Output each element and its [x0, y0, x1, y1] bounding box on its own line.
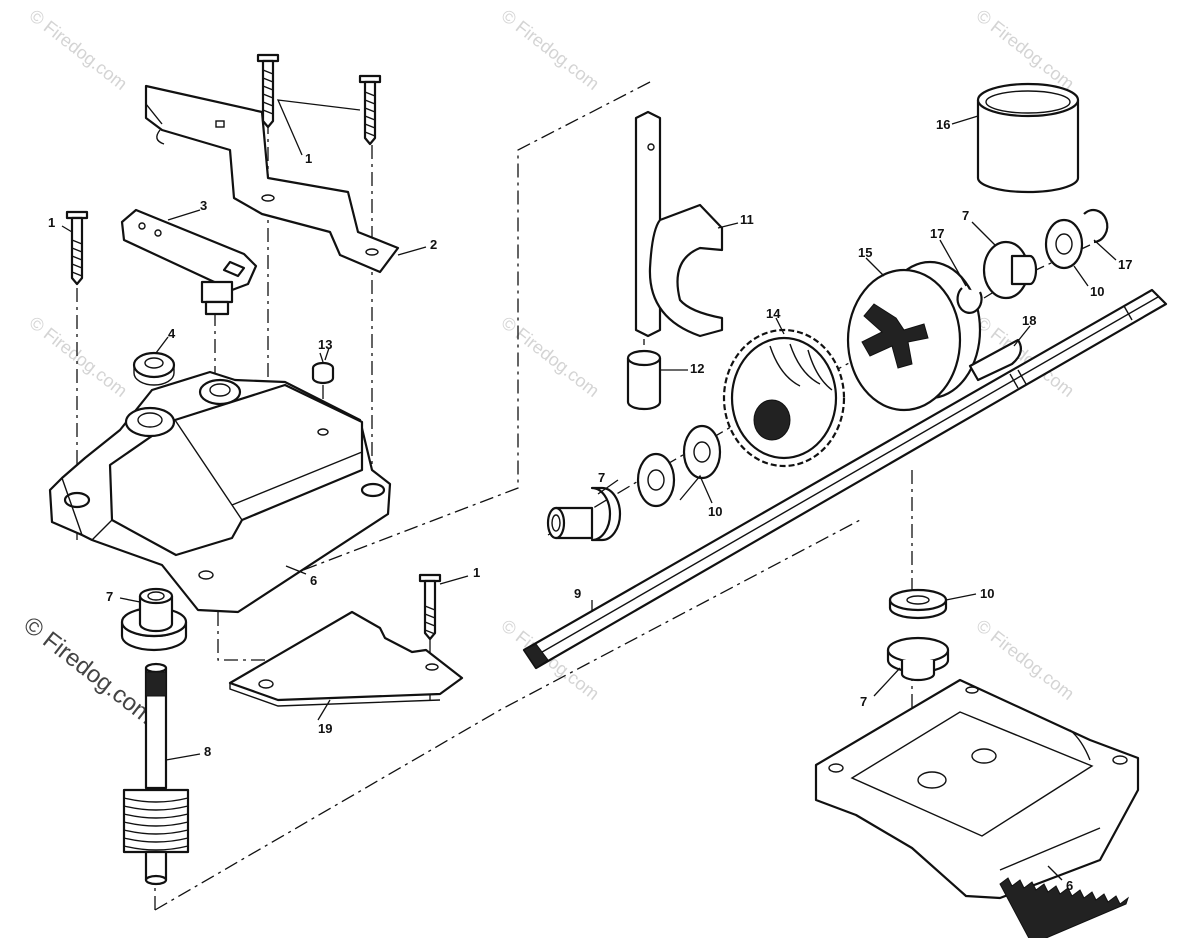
- thrust-washer: [1044, 218, 1084, 270]
- callout-10: 10: [708, 504, 722, 519]
- callout-10: 10: [1090, 284, 1104, 299]
- callout-2: 2: [430, 237, 437, 252]
- callout-1: 1: [473, 565, 480, 580]
- thrust-washer: [636, 452, 676, 508]
- thrust-washer: [888, 588, 948, 620]
- callout-7: 7: [962, 208, 969, 223]
- flanged-bushing: [886, 636, 950, 682]
- bolt: [358, 74, 382, 146]
- callout-7: 7: [860, 694, 867, 709]
- flanged-bushing: [546, 486, 622, 542]
- shift-arm: [120, 208, 258, 316]
- main-shaft: [522, 288, 1168, 670]
- callout-3: 3: [200, 198, 207, 213]
- watermark: © Firedog.com: [973, 5, 1079, 94]
- flanged-bushing: [982, 240, 1038, 300]
- leader-lines: [61, 99, 1117, 881]
- callout-16: 16: [936, 117, 950, 132]
- gasket-plate: [228, 610, 464, 707]
- cylindrical-sleeve: [976, 82, 1080, 194]
- bolt: [65, 210, 89, 286]
- callout-labels: 1 1 1 2 3 4 6 6 7 7 7 7 8 9 10 10 10 11 …: [48, 117, 1132, 893]
- callout-1: 1: [48, 215, 55, 230]
- callout-11: 11: [740, 212, 754, 227]
- thrust-washer: [682, 424, 722, 480]
- retaining-ring: [956, 287, 983, 314]
- bolt: [418, 573, 442, 641]
- shift-fork: [634, 110, 724, 338]
- callout-18: 18: [1022, 313, 1036, 328]
- callout-7: 7: [106, 589, 113, 604]
- callout-7: 7: [598, 470, 605, 485]
- callout-6: 6: [1066, 878, 1073, 893]
- callout-1: 1: [305, 151, 312, 166]
- callout-17: 17: [930, 226, 944, 241]
- spacer-tube: [626, 349, 662, 411]
- vent-plug: [311, 361, 335, 385]
- helical-gear: [722, 328, 846, 468]
- clutch-assembly: [846, 260, 982, 412]
- upper-housing: [48, 370, 392, 614]
- bolt: [256, 53, 280, 129]
- callout-13: 13: [318, 337, 332, 352]
- bolt-fasteners: [65, 53, 442, 641]
- callout-4: 4: [168, 326, 176, 341]
- callout-14: 14: [766, 306, 781, 321]
- flanged-bushing: [120, 587, 188, 652]
- watermark: © Firedog.com: [498, 5, 604, 94]
- callout-10: 10: [980, 586, 994, 601]
- watermark: © Firedog.com: [498, 312, 604, 401]
- watermark: © Firedog.com: [26, 5, 132, 94]
- callout-9: 9: [574, 586, 581, 601]
- watermark: © Firedog.com: [26, 312, 132, 401]
- callout-17: 17: [1118, 257, 1132, 272]
- bushing-washer: [132, 351, 176, 386]
- callout-8: 8: [204, 744, 211, 759]
- retaining-ring: [1083, 208, 1109, 244]
- worm-shaft: [122, 662, 190, 886]
- lower-housing: [814, 678, 1140, 938]
- callout-15: 15: [858, 245, 872, 260]
- callout-12: 12: [690, 361, 704, 376]
- callout-6: 6: [310, 573, 317, 588]
- control-bracket: [144, 84, 400, 274]
- callout-19: 19: [318, 721, 332, 736]
- watermark: © Firedog.com: [973, 615, 1079, 704]
